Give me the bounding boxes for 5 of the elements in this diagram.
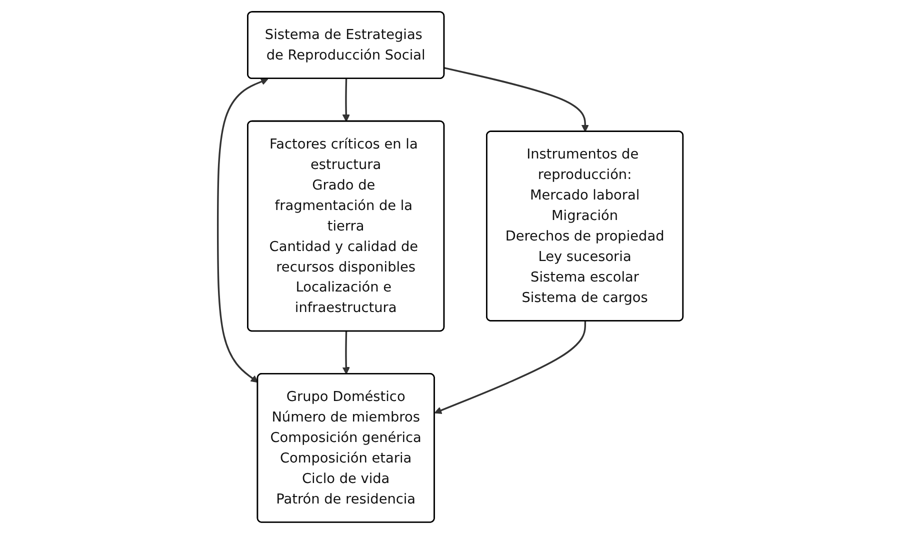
arrow [444,67,588,132]
arrow [216,78,268,383]
arrow [434,321,586,414]
arrow [342,78,350,122]
arrow [342,331,350,374]
